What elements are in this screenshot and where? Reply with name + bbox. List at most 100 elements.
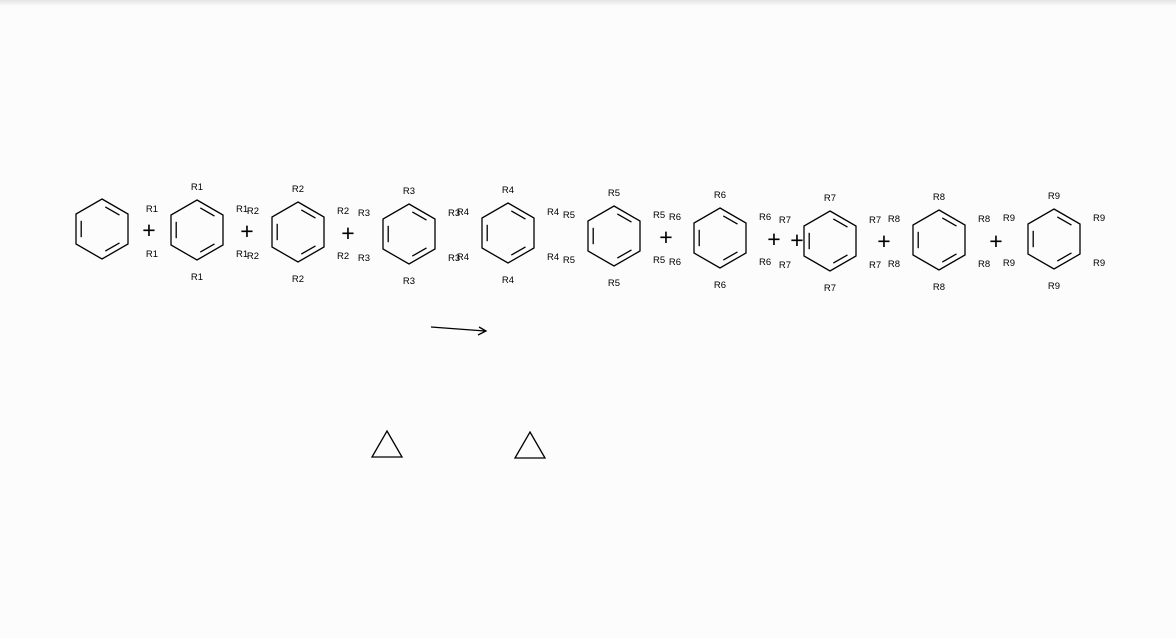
substituent-label: R2 <box>337 251 349 262</box>
substituent-label: R6 <box>669 257 681 268</box>
heat-conditions <box>370 429 547 459</box>
double-bond <box>1056 252 1072 262</box>
substituent-label: R3 <box>403 186 415 197</box>
double-bond <box>300 245 316 255</box>
double-bond <box>104 242 120 252</box>
double-bond <box>832 218 848 228</box>
substituent-label: R4 <box>457 252 469 263</box>
substituent-label: R3 <box>358 208 370 219</box>
ring-outline <box>382 203 436 265</box>
substituent-label: R4 <box>502 185 514 196</box>
substituent-label: R8 <box>933 192 945 203</box>
double-bond <box>616 249 632 259</box>
double-bond <box>199 243 215 253</box>
substituent-label: R8 <box>978 214 990 225</box>
plus-sign: + <box>790 227 803 253</box>
substituent-label: R7 <box>779 260 791 271</box>
substituent-label: R6 <box>669 212 681 223</box>
substituent-label: R8 <box>888 259 900 270</box>
ring-outline <box>1027 208 1081 270</box>
substituent-label: R3 <box>403 276 415 287</box>
plus-sign: + <box>877 228 890 254</box>
substituent-label: R2 <box>247 206 259 217</box>
substituent-label: R1 <box>146 204 158 215</box>
substituent-label: R5 <box>608 188 620 199</box>
substituent-label: R9 <box>1003 258 1015 269</box>
plus-sign: + <box>659 224 672 250</box>
ring-outline <box>803 210 857 272</box>
substituent-label: R4 <box>547 252 559 263</box>
substituent-label: R2 <box>247 251 259 262</box>
substituent-label: R3 <box>358 253 370 264</box>
plus-sign: + <box>767 226 780 252</box>
double-bond <box>1056 216 1072 226</box>
substituent-label: R7 <box>869 215 881 226</box>
heat-triangle-icon <box>513 430 547 459</box>
double-bond <box>832 254 848 264</box>
substituent-label: R8 <box>933 282 945 293</box>
molecules: R1R1R1R1R1R1R2R2R2R2R2R2R3R3R3R3R3R3R4R4… <box>75 182 1105 294</box>
ring-outline <box>481 202 535 264</box>
double-bond <box>941 217 957 227</box>
substituent-label: R1 <box>236 249 248 260</box>
substituent-label: R4 <box>457 207 469 218</box>
substituent-label: R5 <box>608 278 620 289</box>
top-edge-shadow <box>0 0 1176 6</box>
substituent-label: R7 <box>824 193 836 204</box>
substituent-label: R1 <box>191 182 203 193</box>
substituent-label: R6 <box>759 212 771 223</box>
plus-sign: + <box>142 217 155 243</box>
ring-outline <box>912 209 966 271</box>
substituent-label: R2 <box>292 274 304 285</box>
double-bond <box>300 209 316 219</box>
substituent-label: R9 <box>1093 213 1105 224</box>
ring-outline <box>170 199 224 261</box>
substituent-label: R9 <box>1048 191 1060 202</box>
substituent-label: R8 <box>888 214 900 225</box>
substituent-label: R5 <box>653 210 665 221</box>
double-bond <box>510 246 526 256</box>
ring-outline <box>587 205 641 267</box>
substituent-label: R3 <box>448 253 460 264</box>
ring-outline <box>75 198 129 260</box>
ring-outline <box>271 201 325 263</box>
double-bond <box>199 207 215 217</box>
plus-sign: + <box>989 228 1002 254</box>
double-bond <box>411 247 427 257</box>
substituent-label: R8 <box>978 259 990 270</box>
substituent-label: R5 <box>563 255 575 266</box>
substituent-label: R6 <box>714 190 726 201</box>
ring-outline <box>693 207 747 269</box>
substituent-label: R6 <box>714 280 726 291</box>
substituent-label: R3 <box>448 208 460 219</box>
substituent-label: R1 <box>146 249 158 260</box>
double-bond <box>941 253 957 263</box>
substituent-label: R6 <box>759 257 771 268</box>
substituent-label: R9 <box>1048 281 1060 292</box>
double-bond <box>510 210 526 220</box>
double-bond <box>616 213 632 223</box>
substituent-label: R1 <box>236 204 248 215</box>
heat-triangle-icon <box>370 429 404 458</box>
substituent-label: R9 <box>1093 258 1105 269</box>
plus-sign: + <box>341 220 354 246</box>
substituent-label: R5 <box>653 255 665 266</box>
plus-signs: + + + + + + + + <box>142 217 1002 254</box>
substituent-label: R7 <box>779 215 791 226</box>
substituent-label: R4 <box>547 207 559 218</box>
benzene-ring <box>75 198 129 260</box>
double-bond <box>722 251 738 261</box>
substituent-label: R5 <box>563 210 575 221</box>
substituent-label: R9 <box>1003 213 1015 224</box>
substituent-label: R7 <box>869 260 881 271</box>
plus-sign: + <box>240 218 253 244</box>
substituent-label: R7 <box>824 283 836 294</box>
